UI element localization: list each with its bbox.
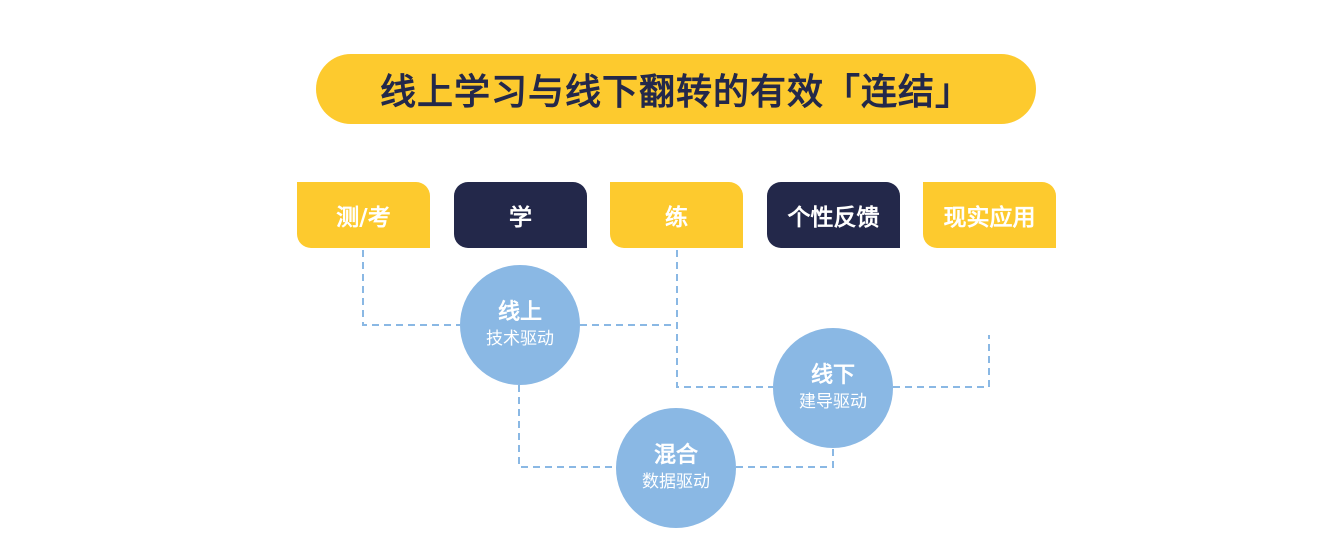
stage-test: 测/考	[297, 182, 430, 248]
stage-label: 学	[509, 205, 532, 231]
stage-label: 练	[665, 205, 688, 231]
stage-learn: 学	[454, 182, 587, 248]
connector-practice-offline	[676, 250, 773, 388]
node-title: 线上	[497, 300, 542, 325]
node-offline: 线下 建导驱动	[773, 328, 893, 448]
page-title: 线上学习与线下翻转的有效「连结」	[379, 72, 972, 113]
connector-hybrid-offline	[736, 448, 834, 468]
node-subtitle: 建导驱动	[799, 392, 867, 412]
stage-label: 个性反馈	[787, 205, 880, 231]
stage-feedback: 个性反馈	[767, 182, 900, 248]
node-title: 线下	[810, 363, 855, 388]
connector-online-hybrid	[518, 385, 616, 468]
node-hybrid: 混合 数据驱动	[616, 408, 736, 528]
connector-offline-apply	[893, 335, 990, 388]
stage-label: 现实应用	[943, 205, 1036, 231]
connector-test-online	[362, 250, 460, 326]
stage-label: 测/考	[336, 205, 391, 231]
node-subtitle: 技术驱动	[486, 329, 554, 349]
stage-apply: 现实应用	[923, 182, 1056, 248]
node-subtitle: 数据驱动	[642, 472, 710, 492]
title-banner: 线上学习与线下翻转的有效「连结」	[316, 54, 1036, 124]
node-title: 混合	[653, 443, 698, 468]
node-online: 线上 技术驱动	[460, 265, 580, 385]
stage-practice: 练	[610, 182, 743, 248]
